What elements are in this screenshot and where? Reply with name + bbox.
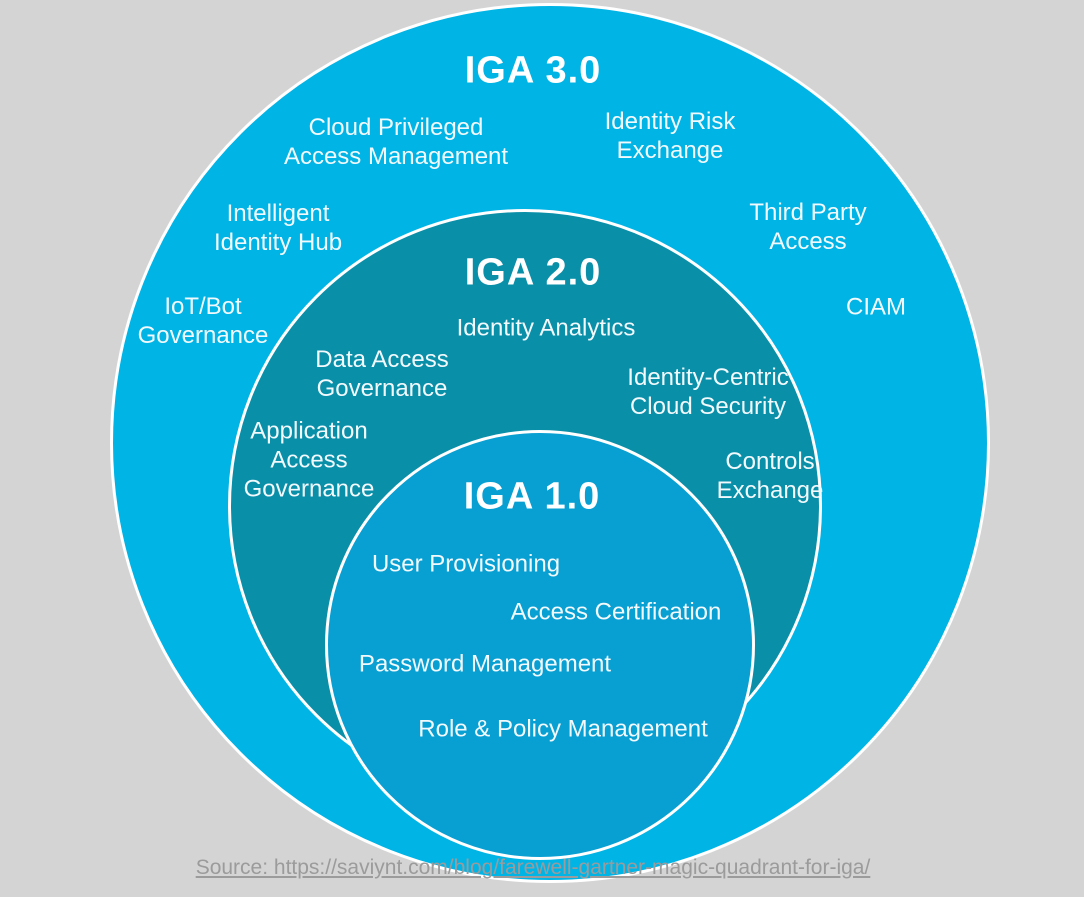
label-controls-exchange: Controls Exchange	[717, 447, 824, 505]
source-link[interactable]: Source: https://saviynt.com/blog/farewel…	[195, 856, 871, 879]
label-line: Exchange	[716, 477, 824, 504]
label-line: Exchange	[616, 137, 724, 164]
label-line: Application	[250, 417, 368, 445]
label-third-party-access: Third Party Access	[749, 198, 866, 256]
label-line: Governance	[243, 475, 375, 503]
iga-3-title: IGA 3.0	[464, 49, 602, 92]
label-data-access-governance: Data Access Governance	[315, 345, 448, 403]
label-line: Identity Hub	[213, 229, 343, 256]
label-password-management: Password Management	[359, 650, 611, 679]
label-line: User Provisioning	[371, 550, 561, 578]
label-cloud-privileged-access-management: Cloud Privileged Access Management	[284, 113, 508, 171]
label-line: Governance	[316, 375, 448, 402]
label-line: Access Certification	[510, 598, 722, 626]
iga-1-circle	[325, 430, 755, 860]
label-application-access-governance: Application Access Governance	[244, 417, 375, 504]
label-role-policy-management: Role & Policy Management	[418, 715, 707, 744]
label-user-provisioning: User Provisioning	[372, 550, 560, 579]
label-line: Password Management	[358, 650, 612, 678]
label-line: Role & Policy Management	[418, 715, 708, 743]
label-line: Third Party	[749, 199, 867, 226]
label-iot-bot-governance: IoT/Bot Governance	[138, 292, 269, 350]
label-line: CIAM	[846, 293, 906, 321]
label-access-certification: Access Certification	[511, 598, 722, 627]
label-intelligent-identity-hub: Intelligent Identity Hub	[214, 199, 342, 257]
label-line: Access	[270, 446, 348, 474]
label-line: Identity Risk	[604, 108, 736, 135]
label-line: Identity Analytics	[456, 314, 636, 342]
label-line: Governance	[137, 322, 269, 349]
label-line: Identity-Centric	[627, 364, 789, 391]
iga-2-title: IGA 2.0	[464, 251, 602, 294]
label-line: Cloud Security	[629, 393, 787, 420]
label-line: Access Management	[283, 143, 509, 170]
label-ciam: CIAM	[846, 293, 906, 322]
label-line: Controls	[725, 448, 815, 475]
iga-1-title: IGA 1.0	[463, 475, 601, 518]
label-line: Data Access	[315, 346, 449, 373]
label-line: Intelligent	[226, 200, 330, 227]
label-line: Access	[769, 228, 847, 255]
label-identity-centric-cloud-security: Identity-Centric Cloud Security	[627, 363, 788, 421]
label-identity-risk-exchange: Identity Risk Exchange	[605, 107, 736, 165]
label-line: IoT/Bot	[164, 293, 242, 320]
label-identity-analytics: Identity Analytics	[457, 314, 636, 343]
label-line: Cloud Privileged	[308, 114, 484, 141]
